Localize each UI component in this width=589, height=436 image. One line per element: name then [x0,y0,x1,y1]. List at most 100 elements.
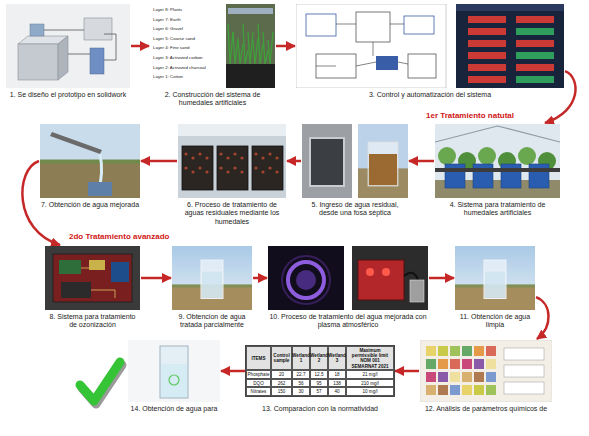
flow-arrow [141,160,177,163]
step-caption: 11. Obtención de agua limpia [455,313,535,330]
step-caption: 13. Comparacion con la normatividad [246,405,394,413]
picture-rect [160,346,188,398]
layer-label: Layer 8: Plants [153,7,182,12]
picture-rect [352,246,428,310]
picture-rect [302,124,352,198]
flow-arrow [536,297,549,339]
flow-arrow [253,277,267,280]
picture-rect [150,4,275,88]
picture-rect [468,52,506,59]
picture-rect [462,359,472,369]
picture-circle [219,166,222,169]
picture-rect [462,385,472,395]
picture-rect [18,44,58,80]
table-cell: Maximum permissible limit NOM 001 SEMARN… [346,346,394,370]
picture-rect [435,168,560,172]
picture-rect [450,346,460,356]
picture-path [316,24,408,66]
picture-path [81,268,115,298]
picture-path [263,32,268,64]
picture-path [268,32,273,64]
picture-rect [226,4,275,88]
picture-svg [172,246,252,310]
table-cell: 18 [328,370,346,378]
table-cell: 95 [310,379,328,387]
picture-circle [191,170,194,173]
picture-circle [254,166,257,169]
picture-rect [306,14,336,36]
picture-rect [161,364,187,397]
picture-rect [529,164,549,188]
picture-path [243,24,248,64]
stage-heading: 2do Tratamiento avanzado [68,232,170,241]
picture-svg [128,340,220,402]
picture-rect [474,359,484,369]
picture-circle [268,152,271,155]
step-caption: 2. Construcción del sistema de humedales… [150,91,275,108]
picture-circle [240,170,243,173]
picture-rect [426,372,436,382]
layer-label: Layer 3: Activated carbon [153,55,203,60]
picture-rect [178,124,286,198]
picture-rect [182,146,213,190]
picture-path [228,24,233,64]
picture-rect [228,8,273,14]
picture-rect [445,164,465,188]
check-stroke [80,362,120,401]
picture-rect [426,346,436,356]
picture-rect [356,12,390,42]
picture-circle [184,166,187,169]
picture-circle [254,152,257,155]
picture-rect [310,138,344,186]
picture-rect [40,160,140,164]
picture-svg [6,4,130,88]
table-cell: Nitrates [246,387,271,395]
picture-rect [501,164,521,188]
table-cell: 57 [310,387,328,395]
picture-circle [282,256,330,304]
picture-path [50,132,102,154]
picture-rect [53,254,132,302]
picture-circle [438,147,456,165]
picture-circle [205,156,208,159]
table-cell: 138 [328,379,346,387]
picture-circle [478,147,496,165]
picture-path [248,32,253,64]
picture-rect [486,346,496,356]
picture-rect [468,28,506,35]
picture-rect [473,164,493,188]
picture-circle [261,170,264,173]
picture-rect [410,280,424,302]
stage-heading: 1er Tratamiento natutal [425,111,515,120]
picture-rect [474,346,484,356]
table-cell: 10 mg/l [346,387,394,395]
picture-circle [366,268,374,276]
step-caption: 14. Obtención de agua para [128,405,220,413]
picture-circle [233,152,236,155]
step-picture: ITEMSControl sampleWetland 1Wetland 2Wet… [246,340,394,402]
picture-rect [226,64,275,88]
picture-rect [358,260,404,300]
table-cell: 30 [292,387,310,395]
picture-svg [178,124,286,198]
picture-svg [420,340,552,402]
picture-path [258,24,263,64]
step-node: 3. Control y automatización del sistema [296,4,564,99]
picture-rect [30,24,44,36]
picture-rect [111,262,129,282]
layer-label: Layer 1: Cotton [153,74,183,79]
step-node: ITEMSControl sampleWetland 1Wetland 2Wet… [246,340,394,413]
picture-rect [368,142,398,186]
step-caption: 9. Obtencion de agua tratada parcialment… [172,313,252,330]
step-node: 1. Se diseño el prototipo en solidwork [6,4,130,99]
table-cell: 56 [292,379,310,387]
table-cell: 22.7 [292,370,310,378]
step-picture [420,340,552,402]
picture-rect [296,4,446,88]
table-cell: 20 [271,370,292,378]
step-caption: 4. Sistema para tratamiento de humedales… [435,201,560,218]
step-picture [302,124,408,198]
flow-arrow [395,370,419,373]
picture-rect [61,282,91,298]
check-mark [80,362,122,404]
